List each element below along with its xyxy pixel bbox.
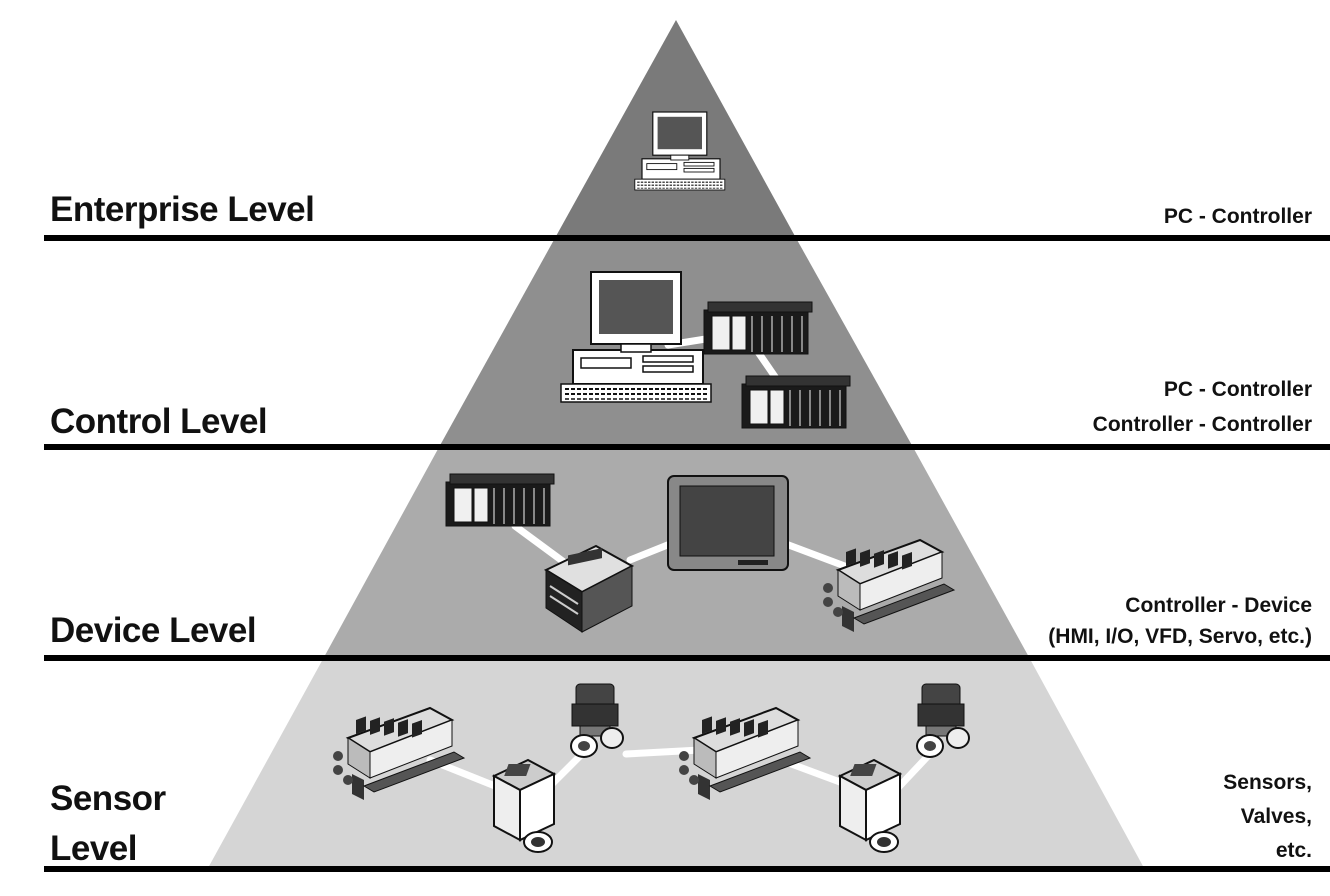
hmi-panel-icon	[667, 475, 789, 571]
enterprise-level-title: Enterprise Level	[50, 190, 314, 229]
sensor-level-desc-line2: Valves,	[1241, 805, 1312, 828]
sensor-level-title-line2: Level	[50, 829, 137, 868]
divider-control	[44, 444, 1330, 450]
sensor-level-title-line1: Sensor	[50, 779, 167, 818]
sensor-layer-shape	[208, 659, 1144, 868]
divider-sensor	[44, 866, 1330, 872]
control-level-desc-line2: Controller - Controller	[1093, 413, 1312, 436]
plc-rack-icon	[703, 301, 813, 355]
device-level-title: Device Level	[50, 611, 256, 650]
sensor-level-desc-line1: Sensors,	[1223, 771, 1312, 794]
plc-rack-icon	[741, 375, 851, 429]
control-level-title: Control Level	[50, 402, 267, 441]
divider-enterprise	[44, 235, 1330, 241]
divider-device	[44, 655, 1330, 661]
device-level-desc-line1: Controller - Device	[1125, 594, 1312, 617]
enterprise-level-desc: PC - Controller	[1164, 205, 1312, 228]
sensor-level-desc-line3: etc.	[1276, 839, 1312, 862]
control-level-desc-line1: PC - Controller	[1164, 378, 1312, 401]
plc-rack-icon	[445, 473, 555, 527]
device-level-desc-line2: (HMI, I/O, VFD, Servo, etc.)	[1048, 625, 1312, 648]
